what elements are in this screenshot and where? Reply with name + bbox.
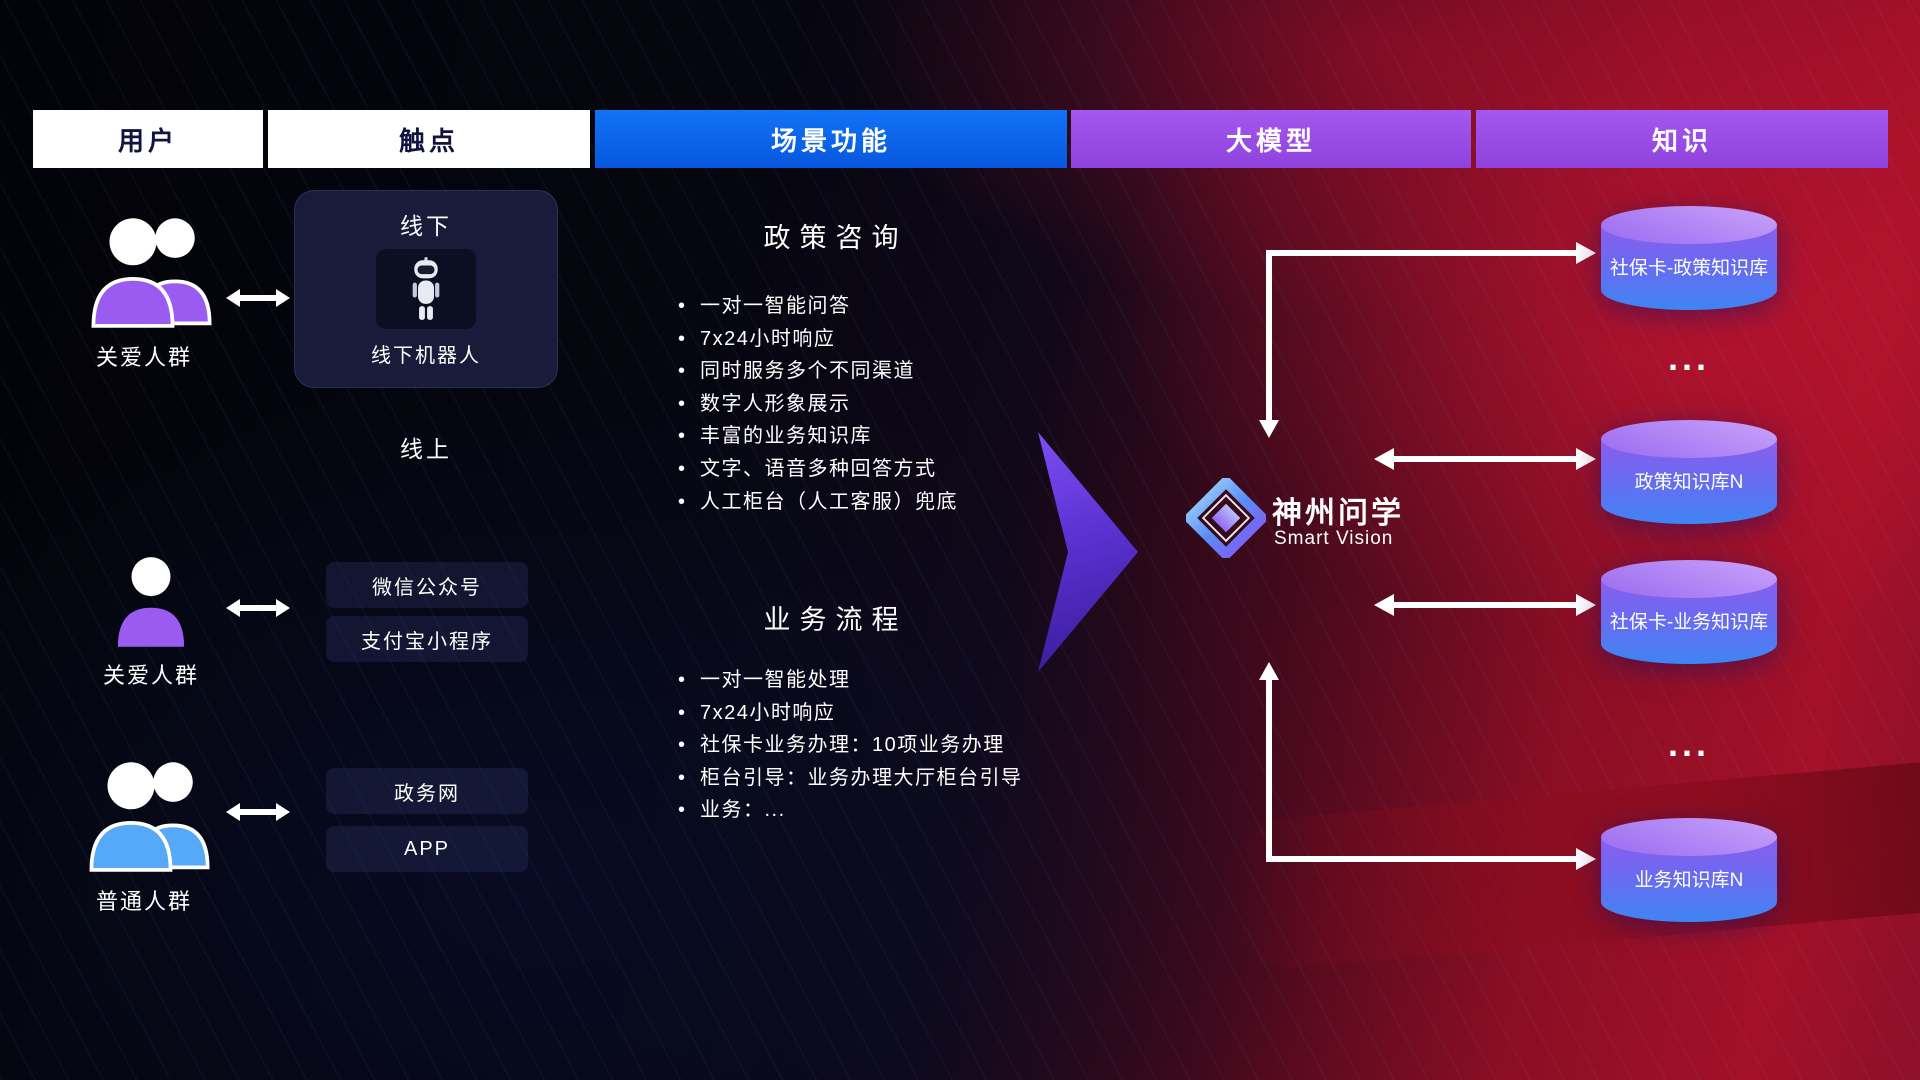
knowledge-db-business-ssc: 社保卡-业务知识库 bbox=[1601, 560, 1777, 664]
connector-top-right-arrowhead bbox=[1576, 242, 1596, 264]
offline-robot-label: 线下机器人 bbox=[371, 345, 481, 367]
scenario-business-item: 业务：... bbox=[676, 794, 1023, 827]
online-title: 线上 bbox=[400, 436, 452, 462]
connector-mid1-left-arrowhead bbox=[1374, 448, 1394, 470]
scenario-policy-list: 一对一智能问答 7x24小时响应 同时服务多个不同渠道 数字人形象展示 丰富的业… bbox=[676, 290, 958, 518]
offline-touchpoint-panel: 线下 线下机器人 bbox=[294, 190, 558, 388]
user-touchpoint-arrow-1 bbox=[226, 288, 290, 308]
connector-top-horizontal bbox=[1266, 250, 1578, 256]
knowledge-db-label: 社保卡-业务知识库 bbox=[1609, 612, 1769, 633]
robot-box bbox=[376, 249, 476, 329]
lane-header-users: 用户 bbox=[33, 110, 263, 168]
knowledge-db-policy-n: 政策知识库N bbox=[1601, 420, 1777, 524]
arrow-left-head bbox=[226, 599, 240, 617]
offline-title: 线下 bbox=[400, 213, 452, 239]
scenario-business-item: 7x24小时响应 bbox=[676, 697, 1023, 730]
scenario-policy-item: 丰富的业务知识库 bbox=[676, 420, 958, 453]
cylinder-top bbox=[1601, 420, 1777, 458]
scenario-business-item: 社保卡业务办理：10项业务办理 bbox=[676, 729, 1023, 762]
scenario-title-business: 业务流程 bbox=[763, 605, 908, 635]
model-subtitle: Smart Vision bbox=[1274, 528, 1394, 549]
knowledge-db-label: 社保卡-政策知识库 bbox=[1609, 258, 1769, 279]
user-group-icon-purple bbox=[91, 218, 212, 328]
scenario-policy-item: 7x24小时响应 bbox=[676, 323, 958, 356]
knowledge-db-policy-ssc: 社保卡-政策知识库 bbox=[1601, 206, 1777, 310]
connector-top-vertical bbox=[1266, 250, 1272, 426]
arrow-left-head bbox=[226, 803, 240, 821]
lane-header-model: 大模型 bbox=[1071, 110, 1471, 168]
arrow-right-head bbox=[276, 599, 290, 617]
user-group-icon-blue bbox=[89, 762, 210, 872]
lane-header-scenarios: 场景功能 bbox=[595, 110, 1067, 168]
arrow-bar bbox=[236, 605, 280, 611]
channel-wechat: 微信公众号 bbox=[326, 562, 528, 608]
scenario-policy-item: 数字人形象展示 bbox=[676, 388, 958, 421]
scenario-policy-item: 同时服务多个不同渠道 bbox=[676, 355, 958, 388]
lane-header-knowledge: 知识 bbox=[1476, 110, 1888, 168]
model-name: 神州问学 bbox=[1272, 497, 1404, 530]
arrow-bar bbox=[236, 809, 280, 815]
smart-vision-diamond-logo-icon bbox=[1186, 478, 1266, 558]
knowledge-ellipsis-2: ... bbox=[1667, 723, 1710, 764]
connector-mid2-left-arrowhead bbox=[1374, 594, 1394, 616]
connector-top-down-arrowhead bbox=[1259, 420, 1279, 438]
lane-header-touchpoints: 触点 bbox=[268, 110, 590, 168]
connector-bottom-up-arrowhead bbox=[1259, 662, 1279, 680]
knowledge-db-business-n: 业务知识库N bbox=[1601, 818, 1777, 922]
arrow-right-head bbox=[276, 289, 290, 307]
scenario-policy-item: 一对一智能问答 bbox=[676, 290, 958, 323]
user-label-care-group-2: 关爱人群 bbox=[102, 663, 199, 688]
channel-gov-web: 政务网 bbox=[326, 768, 528, 814]
user-touchpoint-arrow-3 bbox=[226, 802, 290, 822]
robot-icon bbox=[412, 257, 440, 320]
channel-alipay-miniapp: 支付宝小程序 bbox=[326, 616, 528, 662]
arrow-bar bbox=[236, 295, 280, 301]
user-label-care-group-1: 关爱人群 bbox=[95, 345, 192, 370]
arrow-right-head bbox=[276, 803, 290, 821]
scenario-policy-item: 人工柜台（人工客服）兜底 bbox=[676, 486, 958, 519]
scenario-title-policy: 政策咨询 bbox=[763, 223, 908, 253]
knowledge-db-label: 政策知识库N bbox=[1634, 472, 1744, 493]
connector-bottom-right-arrowhead bbox=[1576, 848, 1596, 870]
user-person-icon-purple bbox=[117, 557, 185, 647]
cylinder-top bbox=[1601, 560, 1777, 598]
flow-arrow-to-model bbox=[1038, 432, 1138, 672]
connector-mid1-right-arrowhead bbox=[1576, 448, 1596, 470]
connector-bottom-vertical bbox=[1266, 678, 1272, 862]
scenario-business-item: 一对一智能处理 bbox=[676, 664, 1023, 697]
connector-mid1-line bbox=[1390, 456, 1578, 462]
scenario-business-item: 柜台引导：业务办理大厅柜台引导 bbox=[676, 762, 1023, 795]
cylinder-top bbox=[1601, 206, 1777, 244]
connector-mid2-right-arrowhead bbox=[1576, 594, 1596, 616]
knowledge-db-label: 业务知识库N bbox=[1634, 870, 1744, 891]
user-label-general-group: 普通人群 bbox=[95, 889, 192, 914]
connector-bottom-horizontal bbox=[1266, 856, 1578, 862]
channel-app: APP bbox=[326, 826, 528, 872]
user-touchpoint-arrow-2 bbox=[226, 598, 290, 618]
scenario-policy-item: 文字、语音多种回答方式 bbox=[676, 453, 958, 486]
knowledge-ellipsis-1: ... bbox=[1667, 337, 1710, 378]
connector-mid2-line bbox=[1390, 602, 1578, 608]
background-red-swoosh bbox=[1215, 752, 1920, 974]
cylinder-top bbox=[1601, 818, 1777, 856]
arrow-left-head bbox=[226, 289, 240, 307]
scenario-business-list: 一对一智能处理 7x24小时响应 社保卡业务办理：10项业务办理 柜台引导：业务… bbox=[676, 664, 1023, 827]
